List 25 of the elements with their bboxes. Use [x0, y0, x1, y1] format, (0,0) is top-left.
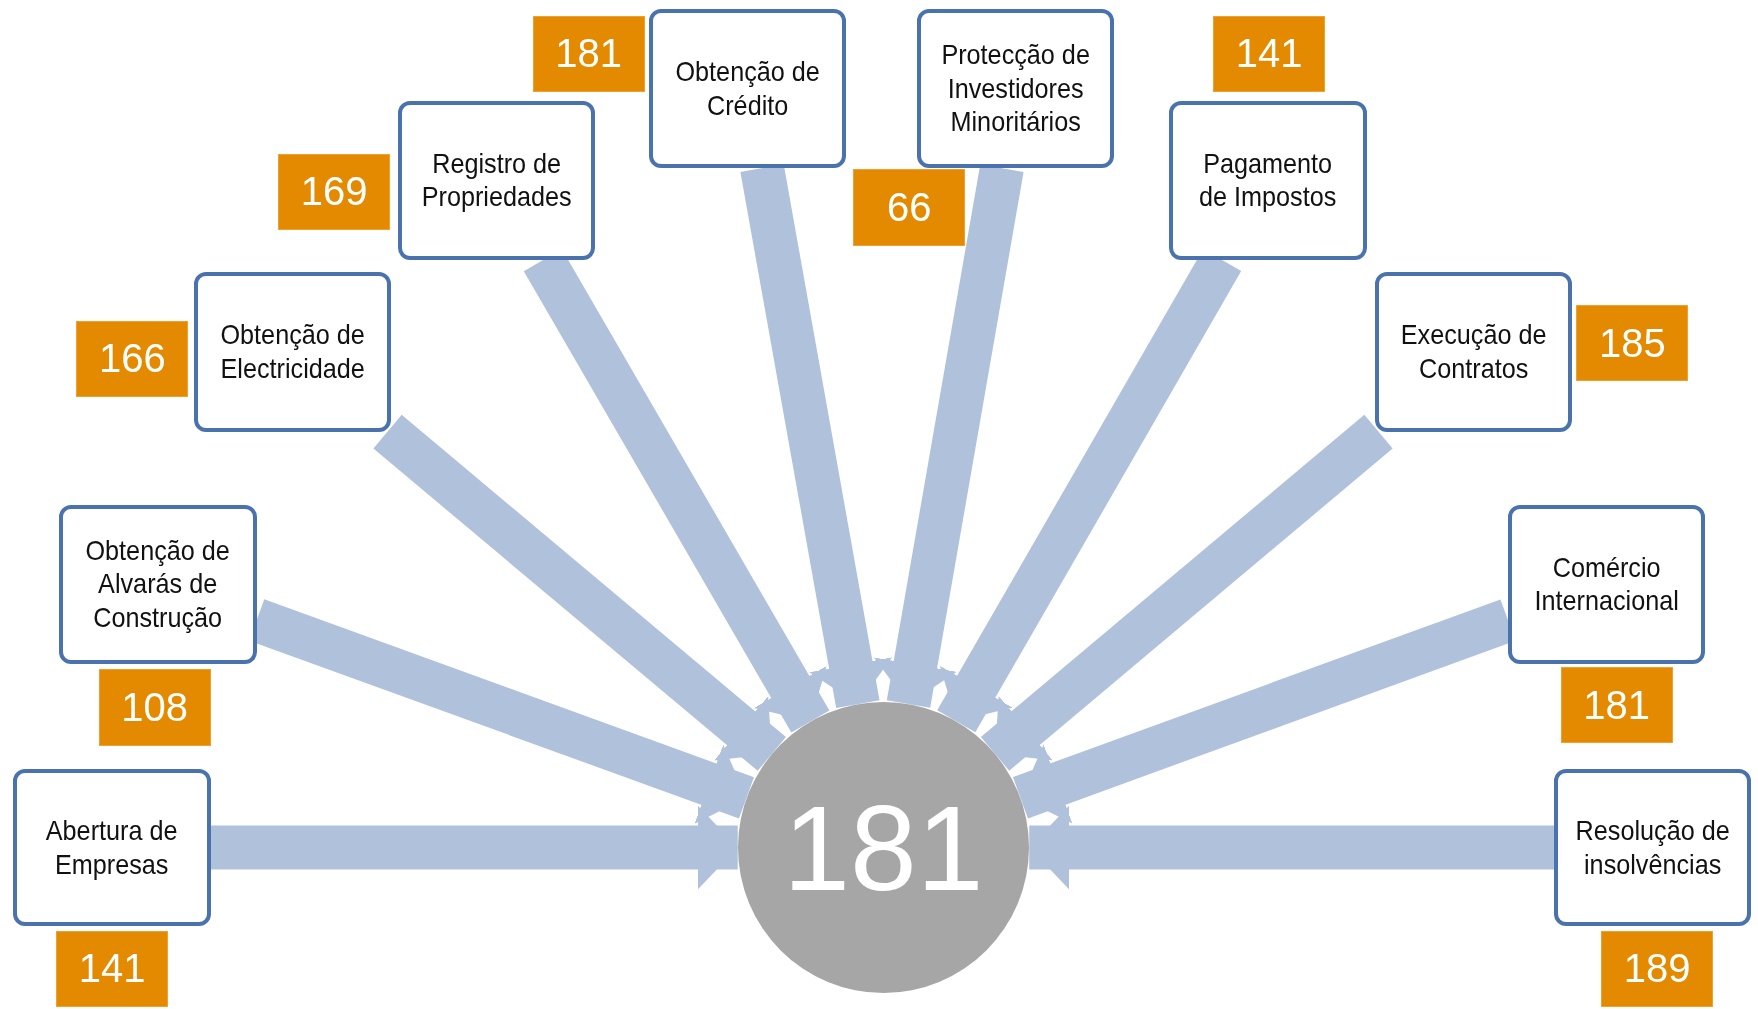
value-badge: 189	[1601, 930, 1714, 1007]
box-label: Comércio Internacional	[1533, 550, 1680, 618]
value-badge: 185	[1576, 304, 1689, 382]
box-label: Pagamento de Impostos	[1198, 146, 1338, 215]
block-arrow	[210, 805, 738, 890]
value-badge: 181	[1560, 667, 1673, 744]
value-text: 181	[783, 779, 984, 917]
box-label: Protecção de Investidores Minoritários	[940, 38, 1091, 139]
box-label: Resolução de insolvências	[1574, 814, 1731, 882]
box-label: Abertura de Empresas	[45, 814, 179, 882]
value-badge: 108	[98, 669, 211, 746]
block-arrow	[980, 414, 1393, 771]
box-label: Obtenção de Electricidade	[219, 318, 366, 386]
box-label: Obtenção de Crédito	[674, 54, 821, 123]
box-label: Execução de Contratos	[1399, 318, 1548, 386]
box-label: Registro de Propriedades	[420, 146, 573, 215]
value-badge: 141	[56, 930, 169, 1007]
block-arrow	[1029, 805, 1554, 890]
box-label: Obtenção de Alvarás de Construção	[84, 533, 232, 635]
value-badge: 66	[853, 169, 966, 246]
block-arrow	[373, 414, 786, 771]
value-badge: 166	[76, 320, 189, 397]
value-badge: 141	[1213, 15, 1326, 92]
value-badge: 169	[278, 153, 391, 230]
value-badge: 181	[532, 15, 645, 92]
